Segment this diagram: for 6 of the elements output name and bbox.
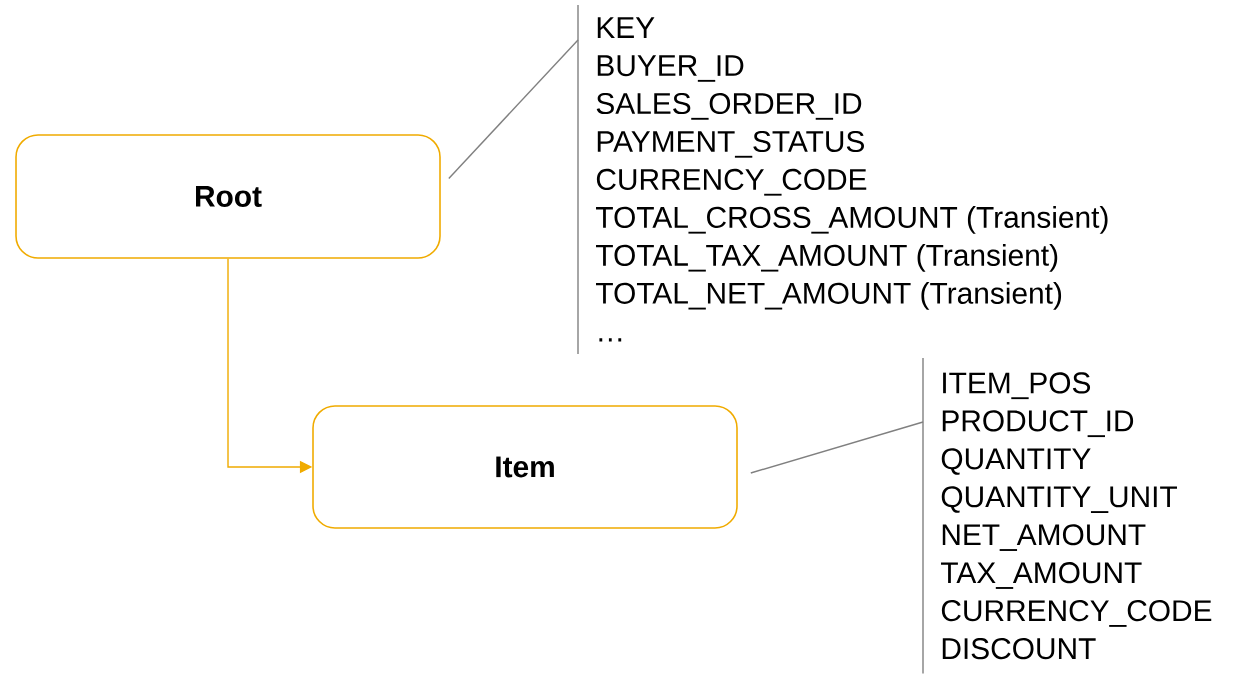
leader-line [448,39,579,180]
attribute-list: KEY BUYER_ID SALES_ORDER_ID PAYMENT_STATUS CURRENCY_CODE TOTAL_CROSS_AMOUNT (Transient) TOTAL_TAX_AMOUNT (Transient) TOTAL_NET_AMOUNT (Transient) … [577,4,1108,355]
entity-box: Item [312,405,738,529]
entity-box: Root [15,134,441,259]
attribute-list: ITEM_POS PRODUCT_ID QUANTITY QUANTITY_UNIT NET_AMOUNT TAX_AMOUNT CURRENCY_CODE DISCOUNT [922,357,1212,675]
leader-line [750,421,924,474]
